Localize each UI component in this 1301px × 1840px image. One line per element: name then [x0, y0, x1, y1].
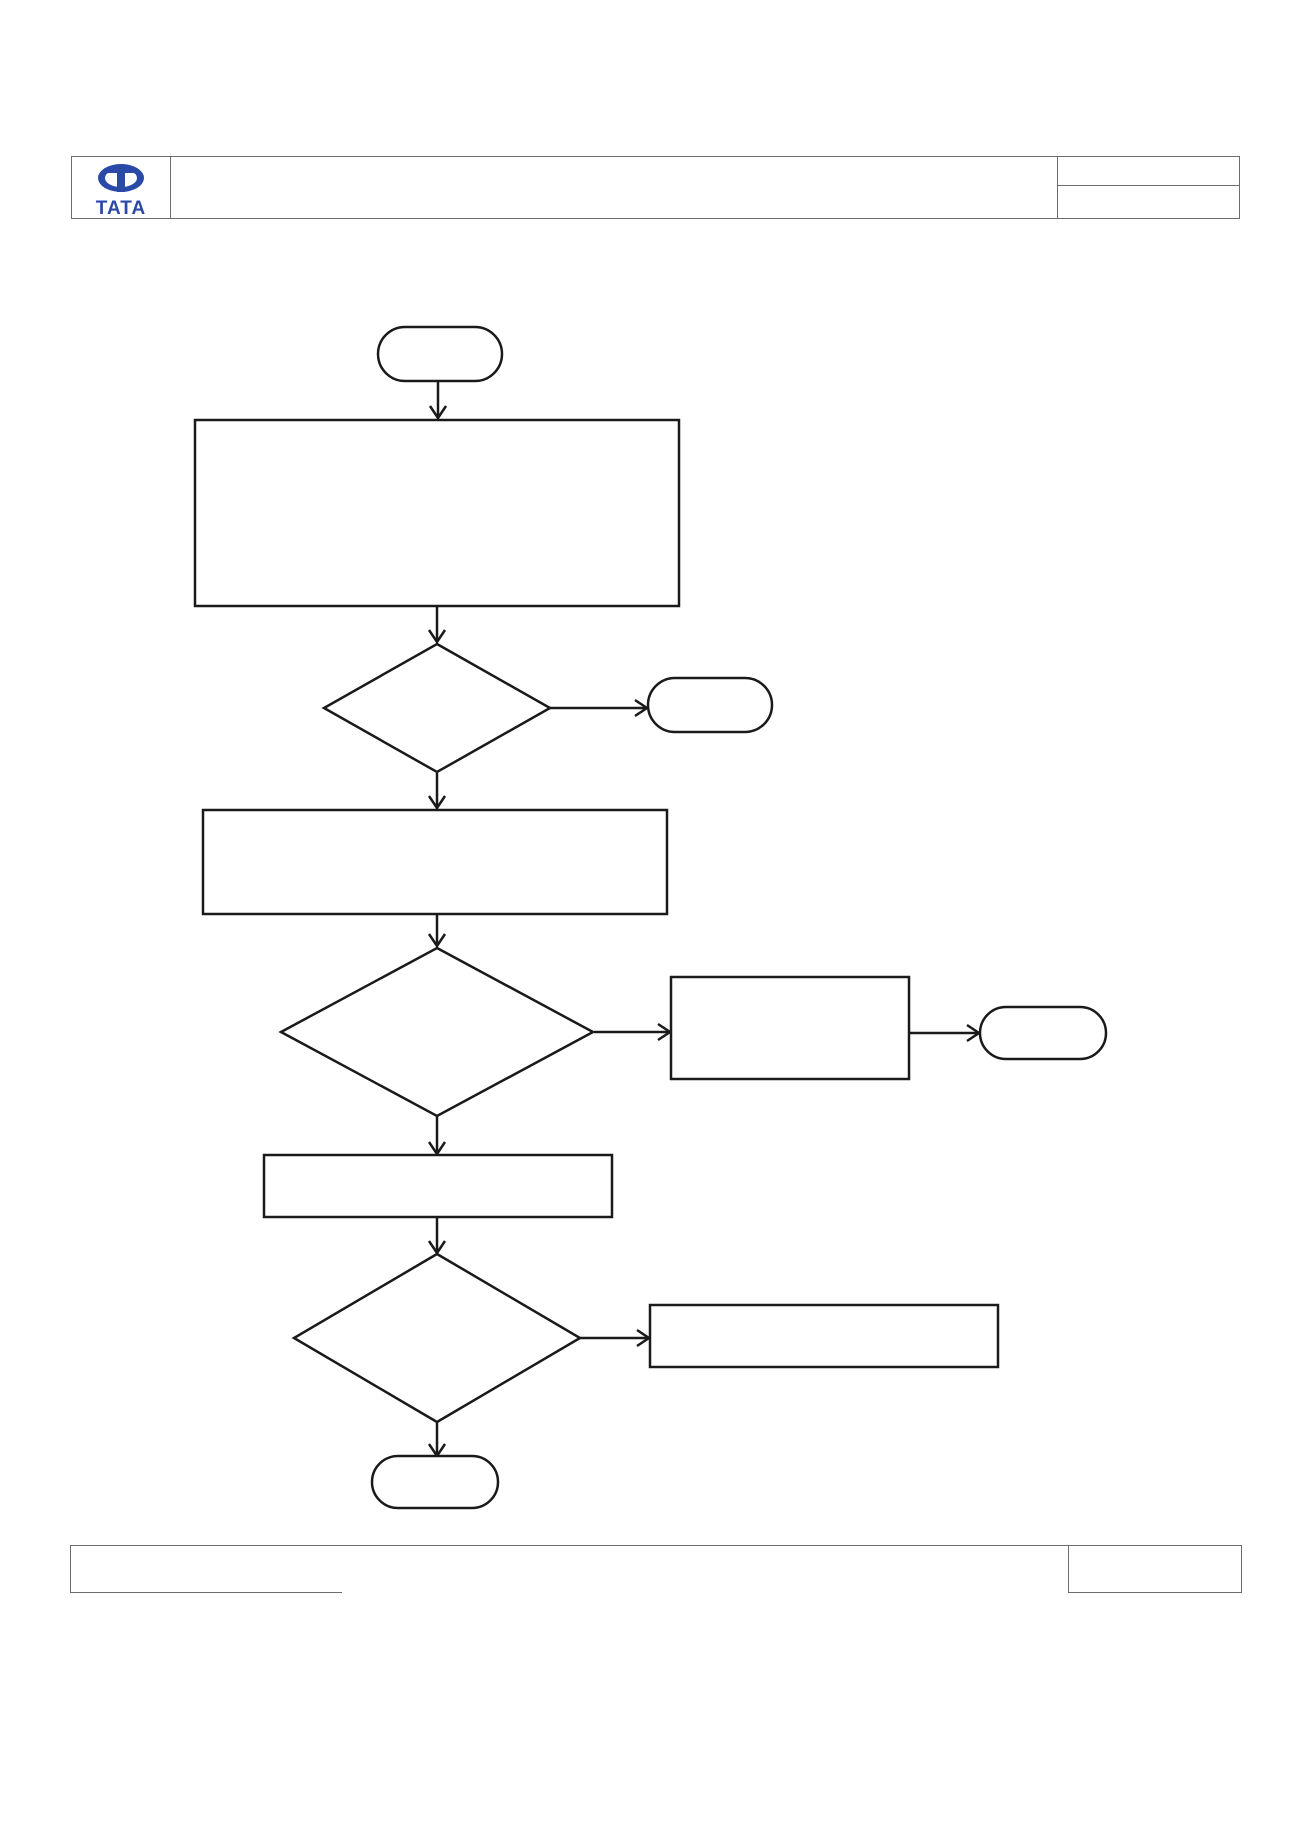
- edge-start-to-process-1: [428, 381, 448, 421]
- process-shape: [648, 1303, 1000, 1369]
- arrowhead: [427, 795, 447, 811]
- terminator-shape: [376, 325, 504, 383]
- node-decision-1: [321, 642, 553, 774]
- flowchart-nodes: [193, 325, 1108, 1510]
- header-title-cell: [170, 156, 1058, 219]
- node-start: [376, 325, 504, 383]
- arrowhead: [427, 629, 447, 645]
- node-process-2: [201, 808, 669, 916]
- node-end-1: [646, 676, 774, 734]
- node-decision-3: [291, 1252, 583, 1424]
- terminator-shape: [978, 1005, 1108, 1061]
- node-end-3: [370, 1454, 500, 1510]
- edge-process-3-to-end-2: [909, 1023, 982, 1043]
- edge-process-2-to-decision-2: [427, 913, 447, 949]
- process-shape: [669, 975, 911, 1081]
- arrowhead: [427, 933, 447, 949]
- node-decision-2: [278, 946, 596, 1118]
- node-process-1: [193, 418, 681, 608]
- terminator-shape: [370, 1454, 500, 1510]
- node-end-2: [978, 1005, 1108, 1061]
- logo-wordmark: TATA: [96, 198, 146, 218]
- header-logo-cell: TATA: [71, 156, 171, 219]
- edge-decision-1-to-end-1: [550, 698, 650, 718]
- decision-shape: [321, 642, 553, 774]
- edge-decision-2-to-process-3: [594, 1022, 673, 1042]
- edge-decision-2-to-process-4: [427, 1116, 447, 1157]
- edge-process-4-to-decision-3: [427, 1217, 447, 1256]
- terminator-shape: [646, 676, 774, 734]
- edge-decision-1-to-process-2: [427, 773, 447, 811]
- edge-process-1-to-decision-1: [427, 606, 447, 645]
- node-process-3: [669, 975, 911, 1081]
- tata-logo: TATA: [96, 164, 146, 219]
- edge-decision-3-to-end-3: [427, 1422, 447, 1459]
- header-ref-bottom-cell: [1057, 185, 1240, 219]
- decision-shape: [278, 946, 596, 1118]
- footer-right-cell: [1068, 1545, 1242, 1593]
- process-shape: [193, 418, 681, 608]
- edge-decision-3-to-process-5: [580, 1328, 652, 1348]
- footer-left-cell: [70, 1545, 343, 1593]
- process-shape: [262, 1153, 614, 1219]
- node-process-5: [648, 1303, 1000, 1369]
- decision-shape: [291, 1252, 583, 1424]
- arrowhead: [428, 405, 448, 421]
- process-shape: [201, 808, 669, 916]
- footer-center-cell: [342, 1545, 1069, 1593]
- node-process-4: [262, 1153, 614, 1219]
